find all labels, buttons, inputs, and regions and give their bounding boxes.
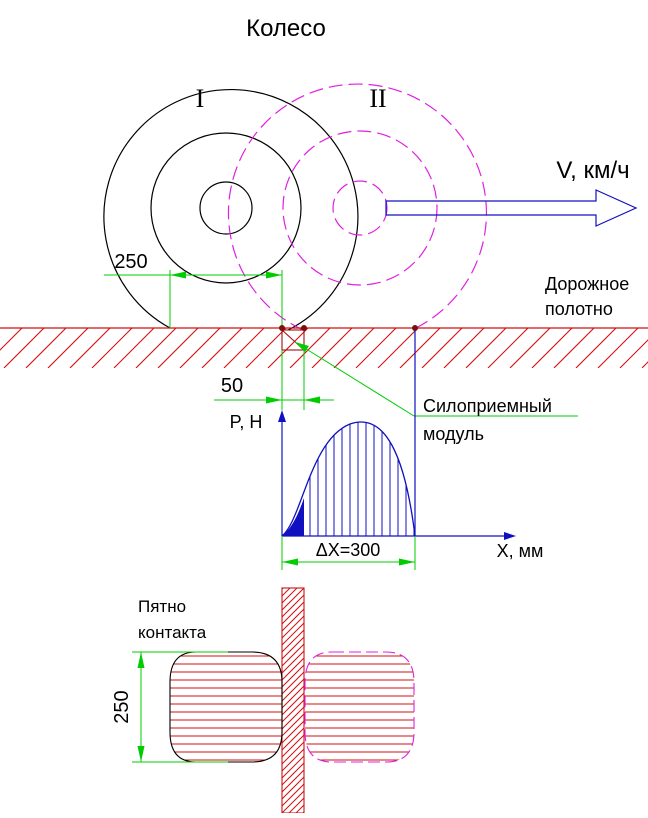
module-leader: [294, 341, 578, 417]
wheel-two-middle: [282, 130, 438, 286]
dimension-span: [281, 536, 416, 570]
contact-point-three: [412, 325, 418, 331]
wheel-two-outer: [227, 83, 488, 331]
force-curve-filled-region: [282, 498, 304, 536]
dimension-top: [104, 270, 283, 328]
graph-x-label: X, мм: [497, 541, 544, 561]
dimension-gap: [214, 350, 334, 410]
module-label-line1: Силоприемный: [423, 396, 552, 416]
dimension-span-label: ΔX=300: [316, 540, 381, 560]
wheel-one: [103, 88, 359, 331]
contact-label-line2: контакта: [138, 623, 207, 642]
road-label-line1: Дорожное: [545, 274, 629, 294]
dimension-gap-label: 50: [221, 375, 243, 397]
diagram-title: Колесо: [246, 15, 326, 42]
wheel-one-hub: [199, 181, 253, 235]
road-surface: [0, 327, 648, 368]
wheel-two-label: II: [369, 84, 386, 113]
graph-y-label: P, H: [230, 412, 263, 432]
dimension-contact-label: 250: [111, 690, 133, 723]
contact-label-line1: Пятно: [138, 597, 186, 616]
contact-patch-one: [169, 651, 283, 763]
module-label-line2: модуль: [423, 424, 484, 444]
wheel-two: [227, 83, 488, 331]
contact-point-one: [279, 325, 285, 331]
force-curve: [281, 421, 416, 537]
wheel-one-outer: [103, 88, 359, 331]
dimension-contact: [132, 651, 228, 763]
road-label-line2: полотно: [545, 299, 613, 319]
dimension-top-label: 250: [114, 251, 147, 273]
graph-x-arrow: [504, 532, 516, 540]
graph-y-arrow: [278, 410, 286, 422]
graph-axes: [278, 330, 516, 540]
force-graph: [278, 330, 516, 540]
wheel-two-hub: [332, 180, 388, 236]
wheel-one-label: I: [196, 84, 205, 113]
contact-point-two: [301, 325, 307, 331]
force-curve-hatching: [309, 422, 415, 536]
contact-patch-two: [304, 651, 415, 763]
sensor-strip: [281, 587, 305, 814]
velocity-label: V, км/ч: [556, 157, 629, 184]
velocity-arrow: [385, 189, 638, 227]
wheel-one-middle: [150, 132, 302, 284]
